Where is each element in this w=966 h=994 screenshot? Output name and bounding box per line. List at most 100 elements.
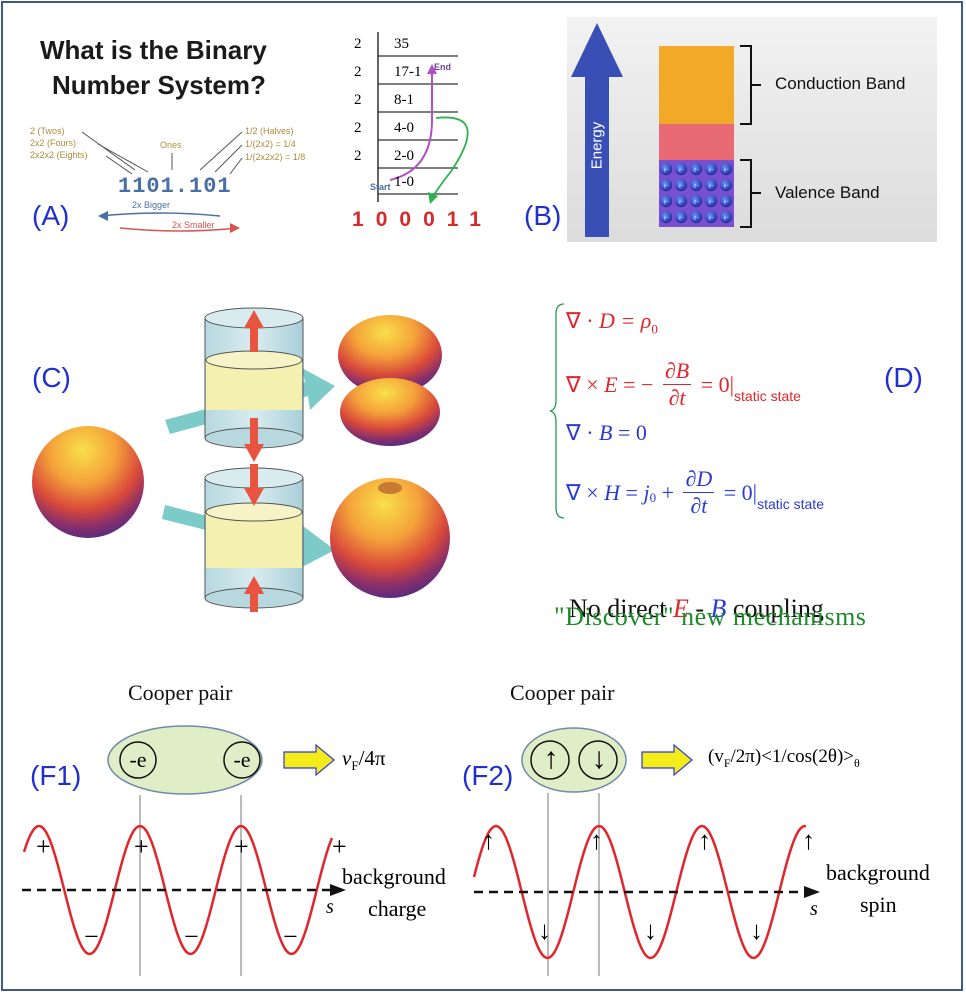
annot-quarter: 1/(2x2) = 1/4 (245, 139, 296, 149)
formula-sub: F (351, 758, 359, 774)
label-a: (A) (32, 200, 70, 231)
annot-eighth: 1/(2x2x2) = 1/8 (245, 152, 306, 162)
f1-plus: + (36, 832, 51, 861)
f2-bg-line1: background (826, 860, 930, 885)
conduction-band (659, 46, 734, 124)
label-c: (C) (32, 362, 71, 393)
eq-denominator: ∂t (668, 385, 686, 410)
eq-vector: E (604, 371, 618, 397)
row-divisor: 2 (354, 120, 362, 136)
cooper-pair-ellipse (521, 727, 627, 793)
eq-current: j (643, 479, 650, 505)
f1-formula: vF/4π (342, 746, 386, 774)
f1-minus: − (283, 922, 298, 951)
binary-title-line1: What is the Binary (40, 35, 267, 65)
eq-gauss-d: ∇ · D = ρ0 (566, 308, 658, 337)
digit: 0 (399, 208, 424, 231)
end-label: End (434, 62, 451, 72)
band-brackets (740, 45, 761, 228)
digit: 1 (469, 208, 493, 231)
eq-tail: = 0| (718, 479, 758, 505)
spin-up: ↑ (543, 742, 559, 775)
start-arrow (428, 116, 469, 204)
f2-spin-down: ↓ (644, 916, 657, 945)
digit: 0 (423, 208, 447, 231)
spin-down: ↓ (591, 742, 607, 775)
note-text: coupling (726, 594, 824, 623)
base-sphere (32, 426, 144, 538)
eq-vector: B (599, 420, 613, 445)
f2-spin-up: ↑ (698, 826, 711, 855)
charge-right-label: -e (233, 747, 251, 772)
f2-spin-up: ↑ (802, 826, 815, 855)
eq-op: ∇ · (566, 420, 600, 445)
f1-plus: + (134, 832, 149, 861)
eq-op: ∇ × (566, 479, 605, 505)
end-arrow (389, 64, 437, 181)
binary-number: 1101.101 (118, 174, 232, 199)
bigger-arrow (98, 211, 221, 221)
equation-brace (549, 303, 565, 519)
eq-equals: = (620, 479, 644, 505)
spin-up-circle (530, 740, 570, 780)
formula-mid: /2π)<1/cos(2θ)> (730, 746, 855, 767)
charge-left-label: -e (129, 747, 147, 772)
spin-down-circle (578, 740, 618, 780)
f2-bg-line2: spin (860, 892, 897, 917)
svg-text:e-: e- (709, 168, 714, 174)
note-text: - (688, 594, 711, 623)
annotation-pointers (81, 131, 243, 233)
eq-gauss-b: ∇ · B = 0 (566, 420, 647, 446)
f2-spin-down: ↓ (750, 916, 763, 945)
conduction-label: Conduction Band (775, 74, 906, 93)
row-value: 2-0 (394, 148, 414, 164)
eq-numerator: ∂D (683, 466, 715, 493)
f1-minus: − (84, 922, 99, 951)
apple-shape (330, 478, 450, 598)
note-coupling: No direct E - B coupling (556, 564, 824, 624)
f1-plus: + (234, 832, 249, 861)
row-value: 4-0 (394, 120, 414, 136)
bigger-label: 2x Bigger (132, 200, 171, 210)
note-discover: "Discover" new mechanisms (554, 602, 867, 631)
band-gap (659, 124, 734, 160)
f2-spin-up: ↑ (590, 826, 603, 855)
f1-bg-line1: background (342, 864, 446, 889)
cylinder-bottom (204, 464, 304, 612)
row-value: 8-1 (394, 92, 414, 108)
eq-fraction: ∂B ∂t (662, 358, 692, 411)
formula-v: v (342, 746, 352, 770)
f1-bg-line2: charge (368, 896, 427, 921)
division-table (377, 32, 469, 204)
smaller-arrow (119, 223, 240, 233)
charge-left (119, 741, 157, 779)
annot-eights: 2x2x2 (Eights) (30, 150, 88, 160)
label-f2: (F2) (462, 760, 514, 791)
panel-c (32, 307, 450, 612)
smaller-label: 2x Smaller (172, 220, 215, 230)
note-text: No direct (569, 594, 673, 623)
row-divisor: 2 (354, 36, 362, 52)
formula-sub: θ (854, 755, 860, 770)
eq-denominator: ∂t (690, 493, 708, 518)
note-e: E (672, 594, 689, 623)
f2-axis-label: s (810, 898, 818, 920)
f2-title: Cooper pair (510, 680, 615, 705)
formula-tail: /4π (358, 746, 386, 770)
eq-fraction: ∂D ∂t (683, 466, 715, 519)
f1-wave (22, 824, 334, 956)
f2-arrow (641, 743, 693, 777)
f1-title: Cooper pair (128, 680, 233, 705)
label-f1: (F1) (30, 760, 82, 791)
panel-f1 (22, 725, 346, 976)
eq-rhs: = 0 (612, 420, 647, 445)
row-divisor: 2 (354, 148, 362, 164)
f2-formula: (vF/2π)<1/cos(2θ)>θ (708, 746, 860, 771)
svg-text:e-: e- (724, 168, 729, 174)
formula-pre: (v (708, 746, 724, 767)
annot-fours: 2x2 (Fours) (30, 138, 77, 148)
annot-twos: 2 (Twos) (30, 126, 65, 136)
f1-arrow (283, 743, 335, 777)
eq-subscript: static state (734, 387, 801, 404)
